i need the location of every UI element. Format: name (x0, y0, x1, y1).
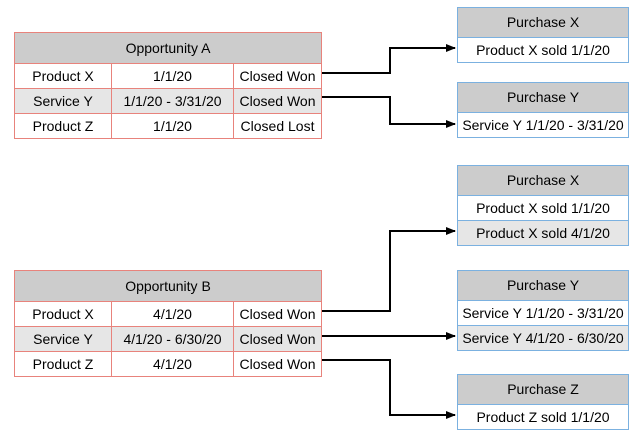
table-row: Product Z 1/1/20 Closed Lost (15, 113, 321, 138)
status-cell: Closed Lost (240, 118, 315, 134)
list-item: Product X sold 4/1/20 (458, 220, 628, 245)
purchase-title: Purchase X (458, 166, 628, 196)
connector-a-service-y-to-purchase-y (322, 96, 456, 128)
list-item: Product X sold 1/1/20 (476, 42, 610, 58)
purchase-y-a-table: Purchase Y Service Y 1/1/20 - 3/31/20 (457, 82, 629, 138)
opportunity-a-title: Opportunity A (15, 33, 321, 64)
purchase-title: Purchase X (458, 8, 628, 38)
table-row: Product X 4/1/20 Closed Won (15, 302, 321, 326)
date-cell: 4/1/20 (112, 302, 234, 326)
connector-b-product-x-to-purchase-x (322, 227, 456, 312)
item-cell: Product Z (15, 114, 112, 138)
opportunity-a-table: Opportunity A Product X 1/1/20 Closed Wo… (14, 32, 322, 139)
connector-a-product-x-to-purchase-x (322, 44, 456, 74)
status-cell: Closed Won (239, 356, 316, 372)
list-item: Service Y 1/1/20 - 3/31/20 (462, 117, 624, 133)
item-cell: Product Z (15, 352, 112, 376)
connector-b-product-z-to-purchase-z (322, 359, 456, 419)
date-cell: 1/1/20 (112, 64, 234, 88)
opportunity-b-title: Opportunity B (15, 271, 321, 302)
purchase-title: Purchase Z (458, 375, 628, 405)
item-cell: Product X (15, 64, 112, 88)
status-cell: Closed Won (239, 93, 316, 109)
table-row: Product X 1/1/20 Closed Won (15, 64, 321, 88)
purchase-title: Purchase Y (458, 271, 628, 301)
date-cell: 1/1/20 (112, 114, 234, 138)
list-item: Service Y 4/1/20 - 6/30/20 (458, 325, 628, 350)
table-row: Product Z 4/1/20 Closed Won (15, 351, 321, 376)
purchase-title: Purchase Y (458, 83, 628, 113)
list-item: Product X sold 1/1/20 (476, 200, 610, 216)
item-cell: Service Y (15, 89, 112, 113)
status-cell: Closed Won (239, 68, 316, 84)
date-cell: 4/1/20 (112, 352, 234, 376)
opportunity-b-table: Opportunity B Product X 4/1/20 Closed Wo… (14, 270, 322, 377)
item-cell: Service Y (15, 327, 112, 351)
status-cell: Closed Won (239, 306, 316, 322)
purchase-x-a-table: Purchase X Product X sold 1/1/20 (457, 7, 629, 63)
item-cell: Product X (15, 302, 112, 326)
purchase-z-b-table: Purchase Z Product Z sold 1/1/20 (457, 374, 629, 430)
purchase-y-b-table: Purchase Y Service Y 1/1/20 - 3/31/20 Se… (457, 270, 629, 351)
date-cell: 1/1/20 - 3/31/20 (112, 89, 234, 113)
purchase-x-b-table: Purchase X Product X sold 1/1/20 Product… (457, 165, 629, 246)
table-row: Service Y 1/1/20 - 3/31/20 Closed Won (15, 88, 321, 113)
list-item: Service Y 1/1/20 - 3/31/20 (462, 305, 624, 321)
table-row: Service Y 4/1/20 - 6/30/20 Closed Won (15, 326, 321, 351)
status-cell: Closed Won (239, 331, 316, 347)
list-item: Product Z sold 1/1/20 (476, 409, 610, 425)
date-cell: 4/1/20 - 6/30/20 (112, 327, 234, 351)
